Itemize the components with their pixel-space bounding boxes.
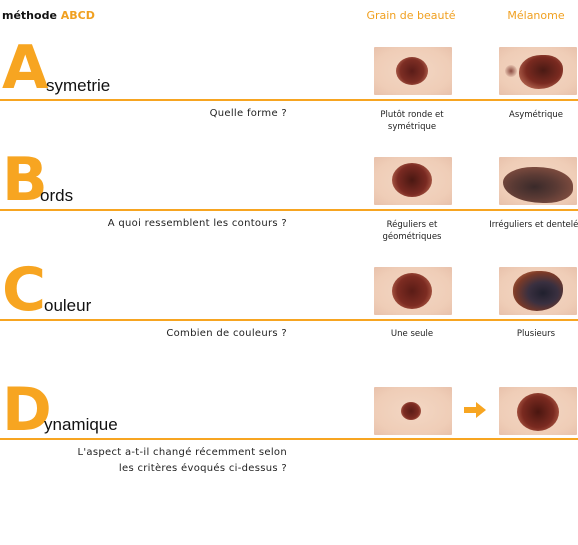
page-title: méthode ABCD	[2, 9, 95, 22]
word-bords: ords	[40, 186, 74, 205]
column-header-melanoma: Mélanome	[507, 9, 565, 22]
word-asymetrie: symetrie	[46, 76, 111, 95]
column-header-benign: Grain de beauté	[366, 9, 456, 22]
title-prefix: méthode	[2, 9, 57, 22]
image-benign-b	[374, 157, 452, 205]
letter-a: A	[2, 33, 48, 103]
image-melanoma-c	[499, 267, 577, 315]
arrow-right-icon	[464, 402, 486, 418]
question-d: L'aspect a-t-il changé récemment selon l…	[77, 445, 287, 477]
answer-melanoma-b: Irréguliers et dentelés	[489, 220, 578, 230]
letter-b: B	[2, 145, 48, 215]
word-dynamique: ynamique	[44, 415, 118, 434]
divider-b	[0, 209, 578, 211]
image-melanoma-b	[499, 157, 577, 205]
question-b: A quoi ressemblent les contours ?	[107, 218, 287, 229]
image-benign-c	[374, 267, 452, 315]
image-benign-a	[374, 47, 452, 95]
question-d-line2: les critères évoqués ci-dessus ?	[118, 463, 287, 474]
answer-melanoma-a: Asymétrique	[509, 110, 563, 120]
image-melanoma-a	[499, 47, 577, 95]
image-dynamic-before	[374, 387, 452, 435]
question-a: Quelle forme ?	[209, 108, 287, 119]
letter-c: C	[2, 255, 46, 325]
question-d-line1: L'aspect a-t-il changé récemment selon	[77, 447, 287, 458]
word-couleur: ouleur	[44, 296, 92, 315]
divider-d	[0, 438, 578, 440]
divider-a	[0, 99, 578, 101]
answer-benign-c: Une seule	[390, 329, 434, 339]
answer-benign-b: Réguliers et géométriques	[382, 220, 442, 242]
answer-melanoma-c: Plusieurs	[516, 329, 556, 339]
letter-d: D	[2, 375, 52, 445]
question-c: Combien de couleurs ?	[166, 328, 287, 339]
image-dynamic-after	[499, 387, 577, 435]
divider-c	[0, 319, 578, 321]
answer-benign-a: Plutôt ronde et symétrique	[380, 110, 444, 132]
title-accent: ABCD	[60, 9, 95, 22]
